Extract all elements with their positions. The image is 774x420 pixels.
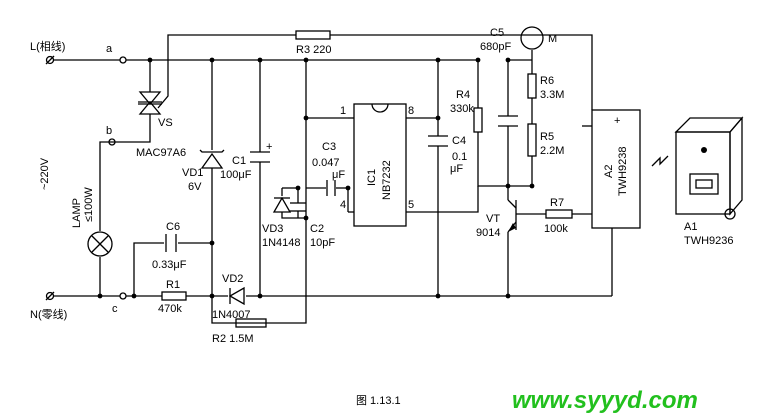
remote-a1: A1 TWH9236 xyxy=(674,116,744,247)
svg-text:M: M xyxy=(548,33,557,45)
svg-text:a: a xyxy=(106,43,113,55)
svg-text:0.1: 0.1 xyxy=(452,151,467,163)
neutral-terminal: N(零线) xyxy=(30,291,67,321)
resistor-r5: R5 2.2M xyxy=(527,123,564,157)
svg-text:+: + xyxy=(266,141,272,153)
svg-text:5: 5 xyxy=(408,199,414,211)
svg-text:2.2M: 2.2M xyxy=(540,145,564,157)
capacitor-c6: C6 0.33μF xyxy=(152,221,187,271)
mac-label: MAC97A6 xyxy=(136,147,186,159)
svg-text:R4: R4 xyxy=(456,89,470,101)
svg-text:1: 1 xyxy=(340,105,346,117)
vs-label: VS xyxy=(158,117,173,129)
resistor-r2: R2 1.5M xyxy=(212,318,267,345)
transistor-vt: VT 9014 xyxy=(476,199,517,239)
svg-text:4: 4 xyxy=(340,199,346,211)
capacitor-c1: + C1 100μF xyxy=(220,141,272,181)
svg-text:C4: C4 xyxy=(452,135,466,147)
svg-text:A1: A1 xyxy=(684,221,697,233)
capacitor-c4: C4 0.1 μF xyxy=(428,135,467,175)
module-a2: + A2 TWH9238 xyxy=(582,109,641,229)
svg-text:330k: 330k xyxy=(450,103,474,115)
diode-vd2: VD2 1N4007 xyxy=(212,273,251,321)
live-terminal: L(相线) xyxy=(30,39,65,65)
svg-text:100k: 100k xyxy=(544,223,568,235)
svg-text:R5: R5 xyxy=(540,131,554,143)
lamp-rating: ≤100W xyxy=(83,187,95,222)
svg-text:μF: μF xyxy=(450,163,463,175)
svg-text:1N4148: 1N4148 xyxy=(262,237,301,249)
live-label: L(相线) xyxy=(30,39,65,53)
svg-text:R7: R7 xyxy=(550,197,564,209)
svg-text:C6: C6 xyxy=(166,221,180,233)
triac-vs: VS MAC97A6 xyxy=(136,60,186,159)
resistor-r6: R6 3.3M xyxy=(527,73,564,101)
svg-text:c: c xyxy=(112,303,118,315)
diode-vd3: VD3 1N4148 xyxy=(262,196,301,249)
svg-text:VD2: VD2 xyxy=(222,273,243,285)
svg-text:6V: 6V xyxy=(188,181,202,193)
resistor-r1: R1 470k xyxy=(158,279,187,315)
wireless-icon xyxy=(651,155,669,167)
svg-text:10pF: 10pF xyxy=(310,237,335,249)
svg-text:μF: μF xyxy=(332,169,345,181)
svg-text:0.047: 0.047 xyxy=(312,157,340,169)
ic1-label: IC1 xyxy=(366,169,378,186)
svg-text:b: b xyxy=(106,125,112,137)
a2-type: TWH9238 xyxy=(617,146,629,196)
node-a: a xyxy=(106,43,127,64)
svg-text:R2 1.5M: R2 1.5M xyxy=(212,333,254,345)
svg-text:100μF: 100μF xyxy=(220,169,252,181)
sensor-m: M xyxy=(520,26,557,50)
wires xyxy=(54,34,613,324)
capacitor-c3: C3 0.047 μF xyxy=(312,141,345,196)
resistor-r4: R4 330k xyxy=(450,89,483,133)
figure-caption: 图 1.13.1 xyxy=(356,394,401,407)
a2-label: A2 xyxy=(603,165,615,178)
svg-text:9014: 9014 xyxy=(476,227,500,239)
zener-vd1: VD1 6V xyxy=(182,149,225,193)
svg-text:VD3: VD3 xyxy=(262,223,283,235)
capacitor-c2: C2 10pF xyxy=(290,202,335,249)
svg-text:R1: R1 xyxy=(166,279,180,291)
lamp: LAMP ≤100W xyxy=(71,187,113,257)
capacitor-c5: C5 680pF xyxy=(480,27,518,127)
svg-text:C5: C5 xyxy=(490,27,504,39)
svg-text:C3: C3 xyxy=(322,141,336,153)
svg-text:VT: VT xyxy=(486,213,500,225)
svg-text:8: 8 xyxy=(408,105,414,117)
ic1-chip: 1 8 4 5 IC1 NB7232 xyxy=(340,103,414,227)
svg-text:1N4007: 1N4007 xyxy=(212,309,251,321)
supply-label: ~220V xyxy=(39,157,51,190)
svg-text:R3 220: R3 220 xyxy=(296,44,331,56)
ic1-type: NB7232 xyxy=(381,160,393,200)
svg-text:3.3M: 3.3M xyxy=(540,89,564,101)
svg-text:0.33μF: 0.33μF xyxy=(152,259,187,271)
neutral-label: N(零线) xyxy=(30,307,67,321)
watermark: www.syyyd.com xyxy=(512,387,698,414)
node-b: b xyxy=(106,125,116,146)
svg-text:R6: R6 xyxy=(540,75,554,87)
svg-text:TWH9236: TWH9236 xyxy=(684,235,734,247)
svg-text:VD1: VD1 xyxy=(182,167,203,179)
resistor-r7: R7 100k xyxy=(544,197,573,235)
svg-text:680pF: 680pF xyxy=(480,41,511,53)
node-c: c xyxy=(112,292,127,315)
lamp-label: LAMP xyxy=(71,198,83,228)
junction-dots xyxy=(97,57,535,299)
svg-text:C1: C1 xyxy=(232,155,246,167)
svg-text:C2: C2 xyxy=(310,223,324,235)
resistor-r3: R3 220 xyxy=(295,30,331,56)
svg-text:+: + xyxy=(614,115,620,127)
svg-text:470k: 470k xyxy=(158,303,182,315)
